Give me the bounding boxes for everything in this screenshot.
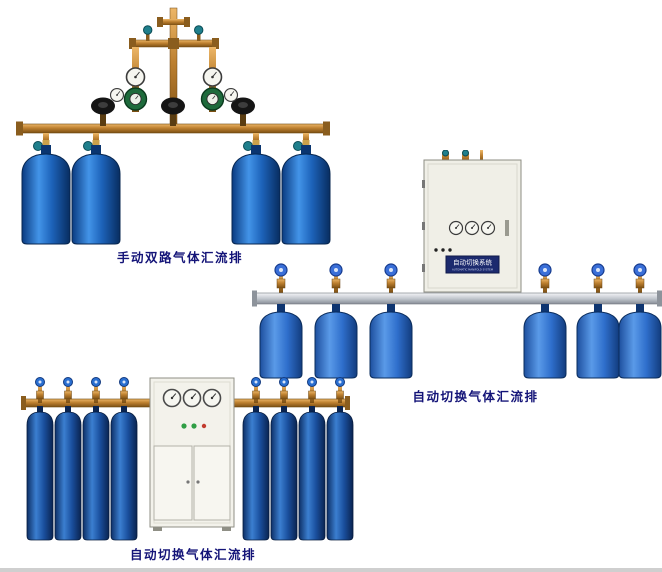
cylinder-valve <box>35 377 45 404</box>
gas-cylinder <box>369 303 413 379</box>
gas-cylinder <box>298 405 326 541</box>
pressure-gauge <box>162 388 182 408</box>
cylinder-valve <box>335 377 345 404</box>
gas-cylinder <box>523 303 567 379</box>
indicator-dot <box>434 248 438 252</box>
gas-cylinder <box>314 303 358 379</box>
product-caption: 自动切换气体汇流排 <box>129 547 256 562</box>
cylinder-valve <box>251 377 261 404</box>
control-cabinet <box>149 377 235 531</box>
gas-cylinder <box>259 303 303 379</box>
door-handle <box>505 220 509 236</box>
pressure-regulator <box>200 87 225 111</box>
cabinet-foot <box>222 527 231 531</box>
cylinder-valve <box>633 263 647 294</box>
gas-cylinder <box>54 405 82 541</box>
pressure-gauge <box>464 220 480 236</box>
valve-handwheel <box>231 97 255 126</box>
cabinet-label-subtitle: AUTOMATIC MANIFOLD SYSTEM <box>452 268 493 272</box>
gas-cylinder <box>71 139 121 245</box>
door-knob <box>186 480 190 484</box>
cabinet-label-title: 自动切换系统 <box>453 258 493 267</box>
cylinder-drops <box>33 133 310 153</box>
pressure-gauge <box>223 87 239 103</box>
valve-handwheel <box>161 97 185 126</box>
product-manual-dual-manifold <box>8 6 338 250</box>
pressure-gauge <box>125 67 146 87</box>
cabinet-top-fittings <box>442 149 483 162</box>
indicator-dot <box>441 248 445 252</box>
cabinet-door-right <box>193 445 231 521</box>
manual-manifold-illustration <box>16 7 331 245</box>
pressure-gauge <box>448 220 464 236</box>
cylinder-valve <box>329 263 343 294</box>
door-knob <box>196 480 200 484</box>
cylinder-valve <box>538 263 552 294</box>
gas-cylinder <box>326 405 354 541</box>
bottom-border-line <box>0 568 662 572</box>
auto-manifold-illustration-b <box>21 377 354 541</box>
gas-cylinder <box>270 405 298 541</box>
product-auto-switch-manifold-a: 自动切换系统 AUTOMATIC MANIFOLD SYSTEM <box>252 149 662 394</box>
cylinder-valve <box>274 263 288 294</box>
indicator-light <box>201 423 207 429</box>
cylinder-valve <box>591 263 605 294</box>
cabinet-label-plate <box>445 255 500 274</box>
door-hinge <box>422 222 425 230</box>
pressure-regulator <box>123 87 148 111</box>
door-hinge <box>422 264 425 272</box>
gas-cylinder <box>21 139 71 245</box>
pressure-gauge <box>202 388 222 408</box>
gas-cylinder <box>82 405 110 541</box>
cylinder-valve <box>91 377 101 404</box>
valve-handwheel <box>91 97 115 126</box>
pressure-gauge <box>109 87 125 103</box>
gas-cylinder <box>242 405 270 541</box>
manifold-bar <box>252 290 662 307</box>
header-valve-left <box>143 25 153 41</box>
indicator-light <box>191 423 197 429</box>
gas-cylinder <box>26 405 54 541</box>
pressure-gauge <box>182 388 202 408</box>
product-auto-switch-manifold-b <box>20 374 356 548</box>
gas-cylinder <box>110 405 138 541</box>
cylinder-valve <box>307 377 317 404</box>
gas-cylinder <box>618 303 662 379</box>
control-cabinet: 自动切换系统 AUTOMATIC MANIFOLD SYSTEM <box>422 159 522 293</box>
product-caption: 自动切换气体汇流排 <box>412 389 539 404</box>
gas-cylinder <box>576 303 620 379</box>
cabinet-foot <box>153 527 162 531</box>
pressure-gauge <box>480 220 496 236</box>
cabinet-door-left <box>153 445 193 521</box>
product-caption: 手动双路气体汇流排 <box>116 250 243 265</box>
cylinder-valve <box>279 377 289 404</box>
auto-manifold-illustration: 自动切换系统 AUTOMATIC MANIFOLD SYSTEM <box>252 149 662 379</box>
cylinder-valve <box>384 263 398 294</box>
indicator-dot <box>448 248 452 252</box>
pressure-gauge <box>202 67 223 87</box>
cylinder-valve <box>63 377 73 404</box>
cylinder-valve <box>119 377 129 404</box>
header-valve-right <box>194 25 204 41</box>
indicator-light <box>181 423 187 429</box>
door-hinge <box>422 180 425 188</box>
